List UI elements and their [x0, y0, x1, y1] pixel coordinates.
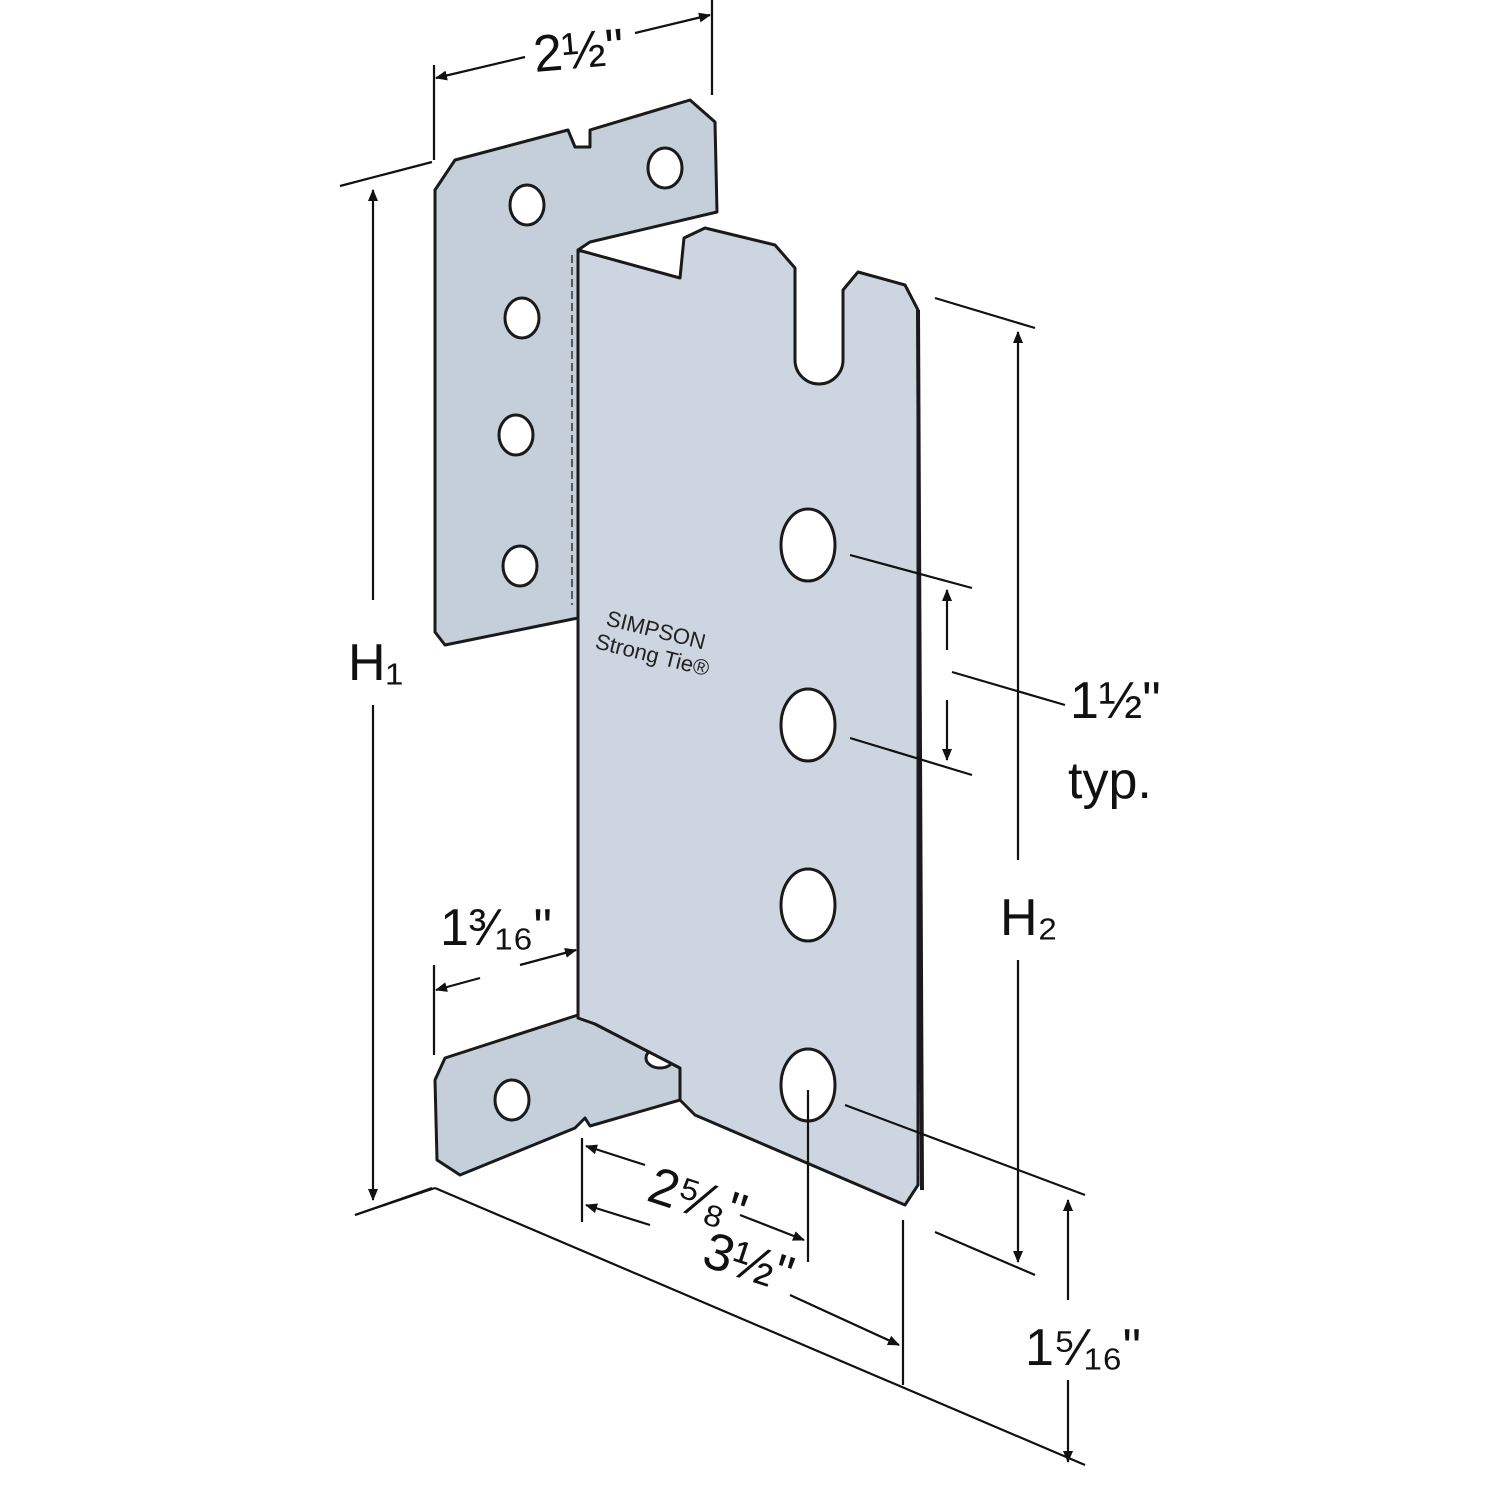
- label-bottom-hole-height: 1⁵⁄₁₆": [1025, 1319, 1141, 1377]
- dim-hole-spacing: 1½" typ.: [849, 553, 1161, 810]
- label-typ: typ.: [1068, 752, 1152, 810]
- hole: [493, 1078, 531, 1122]
- fastener-holes: [493, 146, 837, 1123]
- dim-h1: H₁: [339, 160, 433, 1217]
- label-plate-width: 3½": [696, 1221, 800, 1304]
- main-plate: [576, 226, 924, 1207]
- hole: [501, 544, 539, 588]
- label-h1: H₁: [348, 634, 403, 692]
- hole: [508, 183, 546, 227]
- label-top-width: 2½": [531, 18, 626, 84]
- dim-h2: H₂: [934, 296, 1058, 1277]
- dim-top-width: 2½": [432, 0, 714, 160]
- label-hole-spacing: 1½": [1070, 672, 1161, 730]
- bolt-hole: [779, 687, 837, 763]
- bolt-hole: [779, 507, 837, 583]
- label-flange-width: 1³⁄₁₆": [440, 899, 552, 957]
- hole: [646, 146, 684, 190]
- dim-flange-width: 1³⁄₁₆": [432, 899, 577, 1055]
- hole: [503, 296, 541, 340]
- dim-bottom-hole-height: 1⁵⁄₁₆": [354, 1103, 1141, 1467]
- top-flange: [433, 98, 719, 647]
- bolt-hole: [779, 867, 837, 943]
- hole: [497, 413, 535, 457]
- label-h2: H₂: [1000, 889, 1058, 947]
